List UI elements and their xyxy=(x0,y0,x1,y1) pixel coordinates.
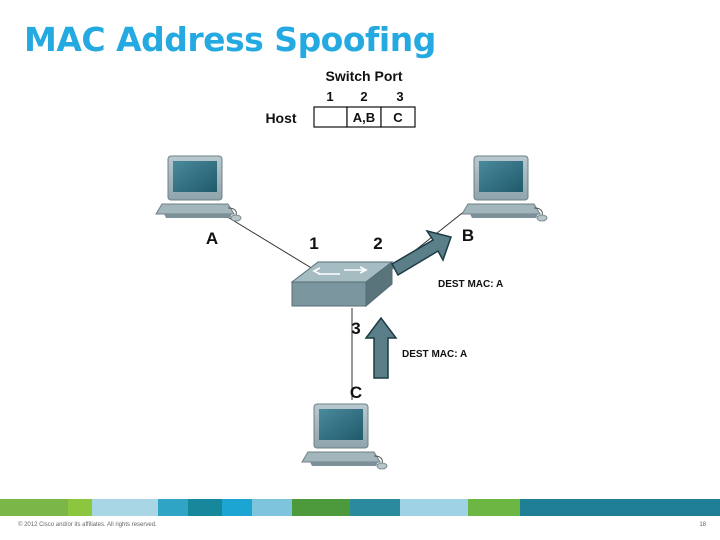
port-1-label: 1 xyxy=(309,234,318,253)
host-c-label: C xyxy=(350,383,362,402)
mac-table-port-2: 2 xyxy=(360,89,367,104)
mac-table-port-3: 3 xyxy=(396,89,403,104)
mac-address-table: Switch Port 1 2 3 Host A,B C xyxy=(265,68,416,128)
arrow-from-host-c xyxy=(364,316,398,379)
slide-title: MAC Address Spoofing xyxy=(24,20,436,59)
footer-bar-segment xyxy=(222,499,252,516)
mac-table-header: Switch Port xyxy=(325,68,402,84)
footer-bar-segment xyxy=(252,499,292,516)
mac-table-row-label: Host xyxy=(265,110,296,126)
mac-table-cell-3: C xyxy=(393,110,403,125)
copyright-text: © 2012 Cisco and/or its affiliates. All … xyxy=(18,522,157,528)
mac-table-cell-1-box xyxy=(313,106,348,128)
footer-bar-segment xyxy=(158,499,188,516)
port-3-label: 3 xyxy=(351,319,360,338)
footer-bar-segment xyxy=(400,499,468,516)
port-2-label: 2 xyxy=(373,234,382,253)
page-number: 18 xyxy=(699,522,706,528)
arrow-from-c-label: DEST MAC: A xyxy=(402,349,467,360)
host-c-computer-icon xyxy=(301,403,388,470)
arrow-to-b-label: DEST MAC: A xyxy=(438,279,503,290)
host-a-computer-icon xyxy=(155,155,242,222)
host-b-label: B xyxy=(462,226,474,245)
footer-bar-segment xyxy=(0,499,68,516)
footer-bar-segment xyxy=(520,499,720,516)
mac-table-port-1: 1 xyxy=(326,89,333,104)
arrow-to-host-b xyxy=(390,229,452,277)
footer-bar-segment xyxy=(350,499,400,516)
footer-bar-segment xyxy=(188,499,222,516)
footer-bar-segment xyxy=(68,499,92,516)
footer-bar-segment xyxy=(92,499,158,516)
footer-color-bar xyxy=(0,499,720,516)
switch-icon xyxy=(290,260,394,308)
host-a-label: A xyxy=(206,229,218,248)
footer-bar-segment xyxy=(468,499,520,516)
mac-table-cell-3-box xyxy=(380,106,416,128)
host-b-computer-icon xyxy=(461,155,548,222)
footer-bar-segment xyxy=(292,499,350,516)
mac-table-cell-2: A,B xyxy=(353,110,375,125)
